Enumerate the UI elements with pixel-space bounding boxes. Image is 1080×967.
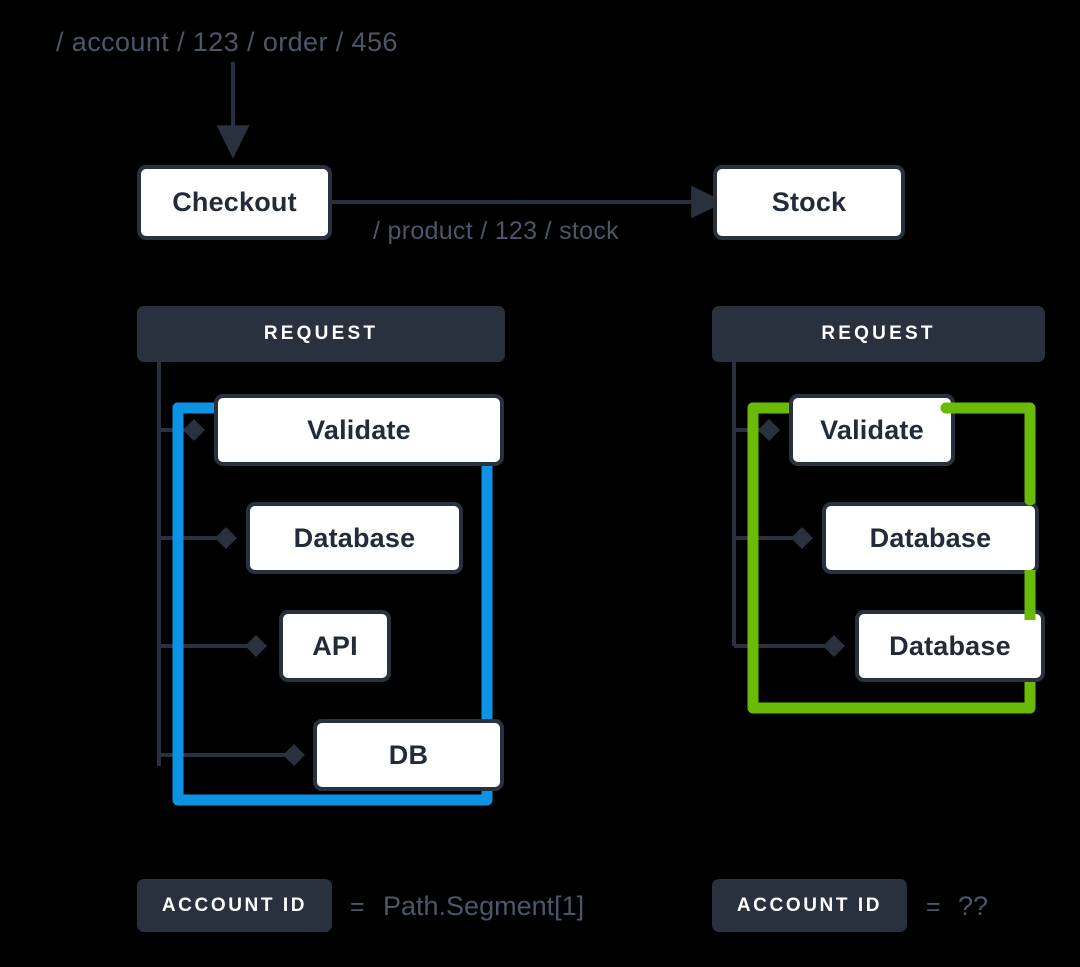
right-legend-equals: =: [926, 893, 941, 921]
right-diamond-database-1: [791, 527, 813, 549]
left-diamond-db: [283, 744, 305, 766]
left-legend-value: Path.Segment[1]: [383, 891, 585, 921]
left-legend-equals: =: [350, 893, 365, 921]
service-box-checkout[interactable]: Checkout: [137, 165, 332, 240]
right-request-bar[interactable]: REQUEST: [712, 306, 1045, 362]
right-request-bar-label: REQUEST: [821, 323, 936, 344]
right-span-validate[interactable]: Validate: [789, 394, 955, 466]
service-box-stock-label: Stock: [771, 187, 847, 217]
left-trace-highlight-path: [172, 402, 493, 806]
left-request-bar[interactable]: REQUEST: [137, 306, 505, 362]
left-diamond-database: [215, 527, 237, 549]
left-span-db-label: DB: [388, 739, 429, 770]
service-box-stock[interactable]: Stock: [713, 165, 905, 240]
left-legend-chip[interactable]: ACCOUNT ID: [137, 879, 332, 932]
left-span-validate[interactable]: Validate: [214, 394, 504, 466]
left-span-api[interactable]: API: [279, 610, 391, 682]
left-span-validate-label: Validate: [307, 414, 411, 445]
left-request-bar-label: REQUEST: [263, 323, 379, 344]
left-diamond-api: [245, 635, 267, 657]
right-highlight-stub-validate: [940, 402, 1036, 506]
right-span-validate-label: Validate: [820, 414, 924, 445]
checkout-to-stock-label: / product / 123 / stock: [373, 217, 619, 245]
request-path-label: / account / 123 / order / 456: [56, 27, 398, 57]
right-span-database-2-label: Database: [889, 630, 1011, 661]
service-box-checkout-label: Checkout: [172, 187, 297, 217]
left-span-api-label: API: [312, 630, 358, 661]
right-legend-chip[interactable]: ACCOUNT ID: [712, 879, 907, 932]
right-diamond-validate: [758, 419, 780, 441]
right-diamond-database-2: [823, 635, 845, 657]
left-span-database[interactable]: Database: [246, 502, 463, 574]
left-span-database-label: Database: [293, 522, 416, 553]
left-span-db[interactable]: DB: [313, 719, 504, 791]
right-legend-chip-label: ACCOUNT ID: [736, 894, 883, 916]
right-span-database-1[interactable]: Database: [822, 502, 1039, 574]
left-legend-chip-label: ACCOUNT ID: [161, 894, 308, 916]
left-diamond-validate: [183, 419, 205, 441]
right-legend-value: ??: [958, 891, 989, 921]
right-span-database-2[interactable]: Database: [855, 610, 1045, 682]
right-span-database-1-label: Database: [869, 522, 992, 553]
